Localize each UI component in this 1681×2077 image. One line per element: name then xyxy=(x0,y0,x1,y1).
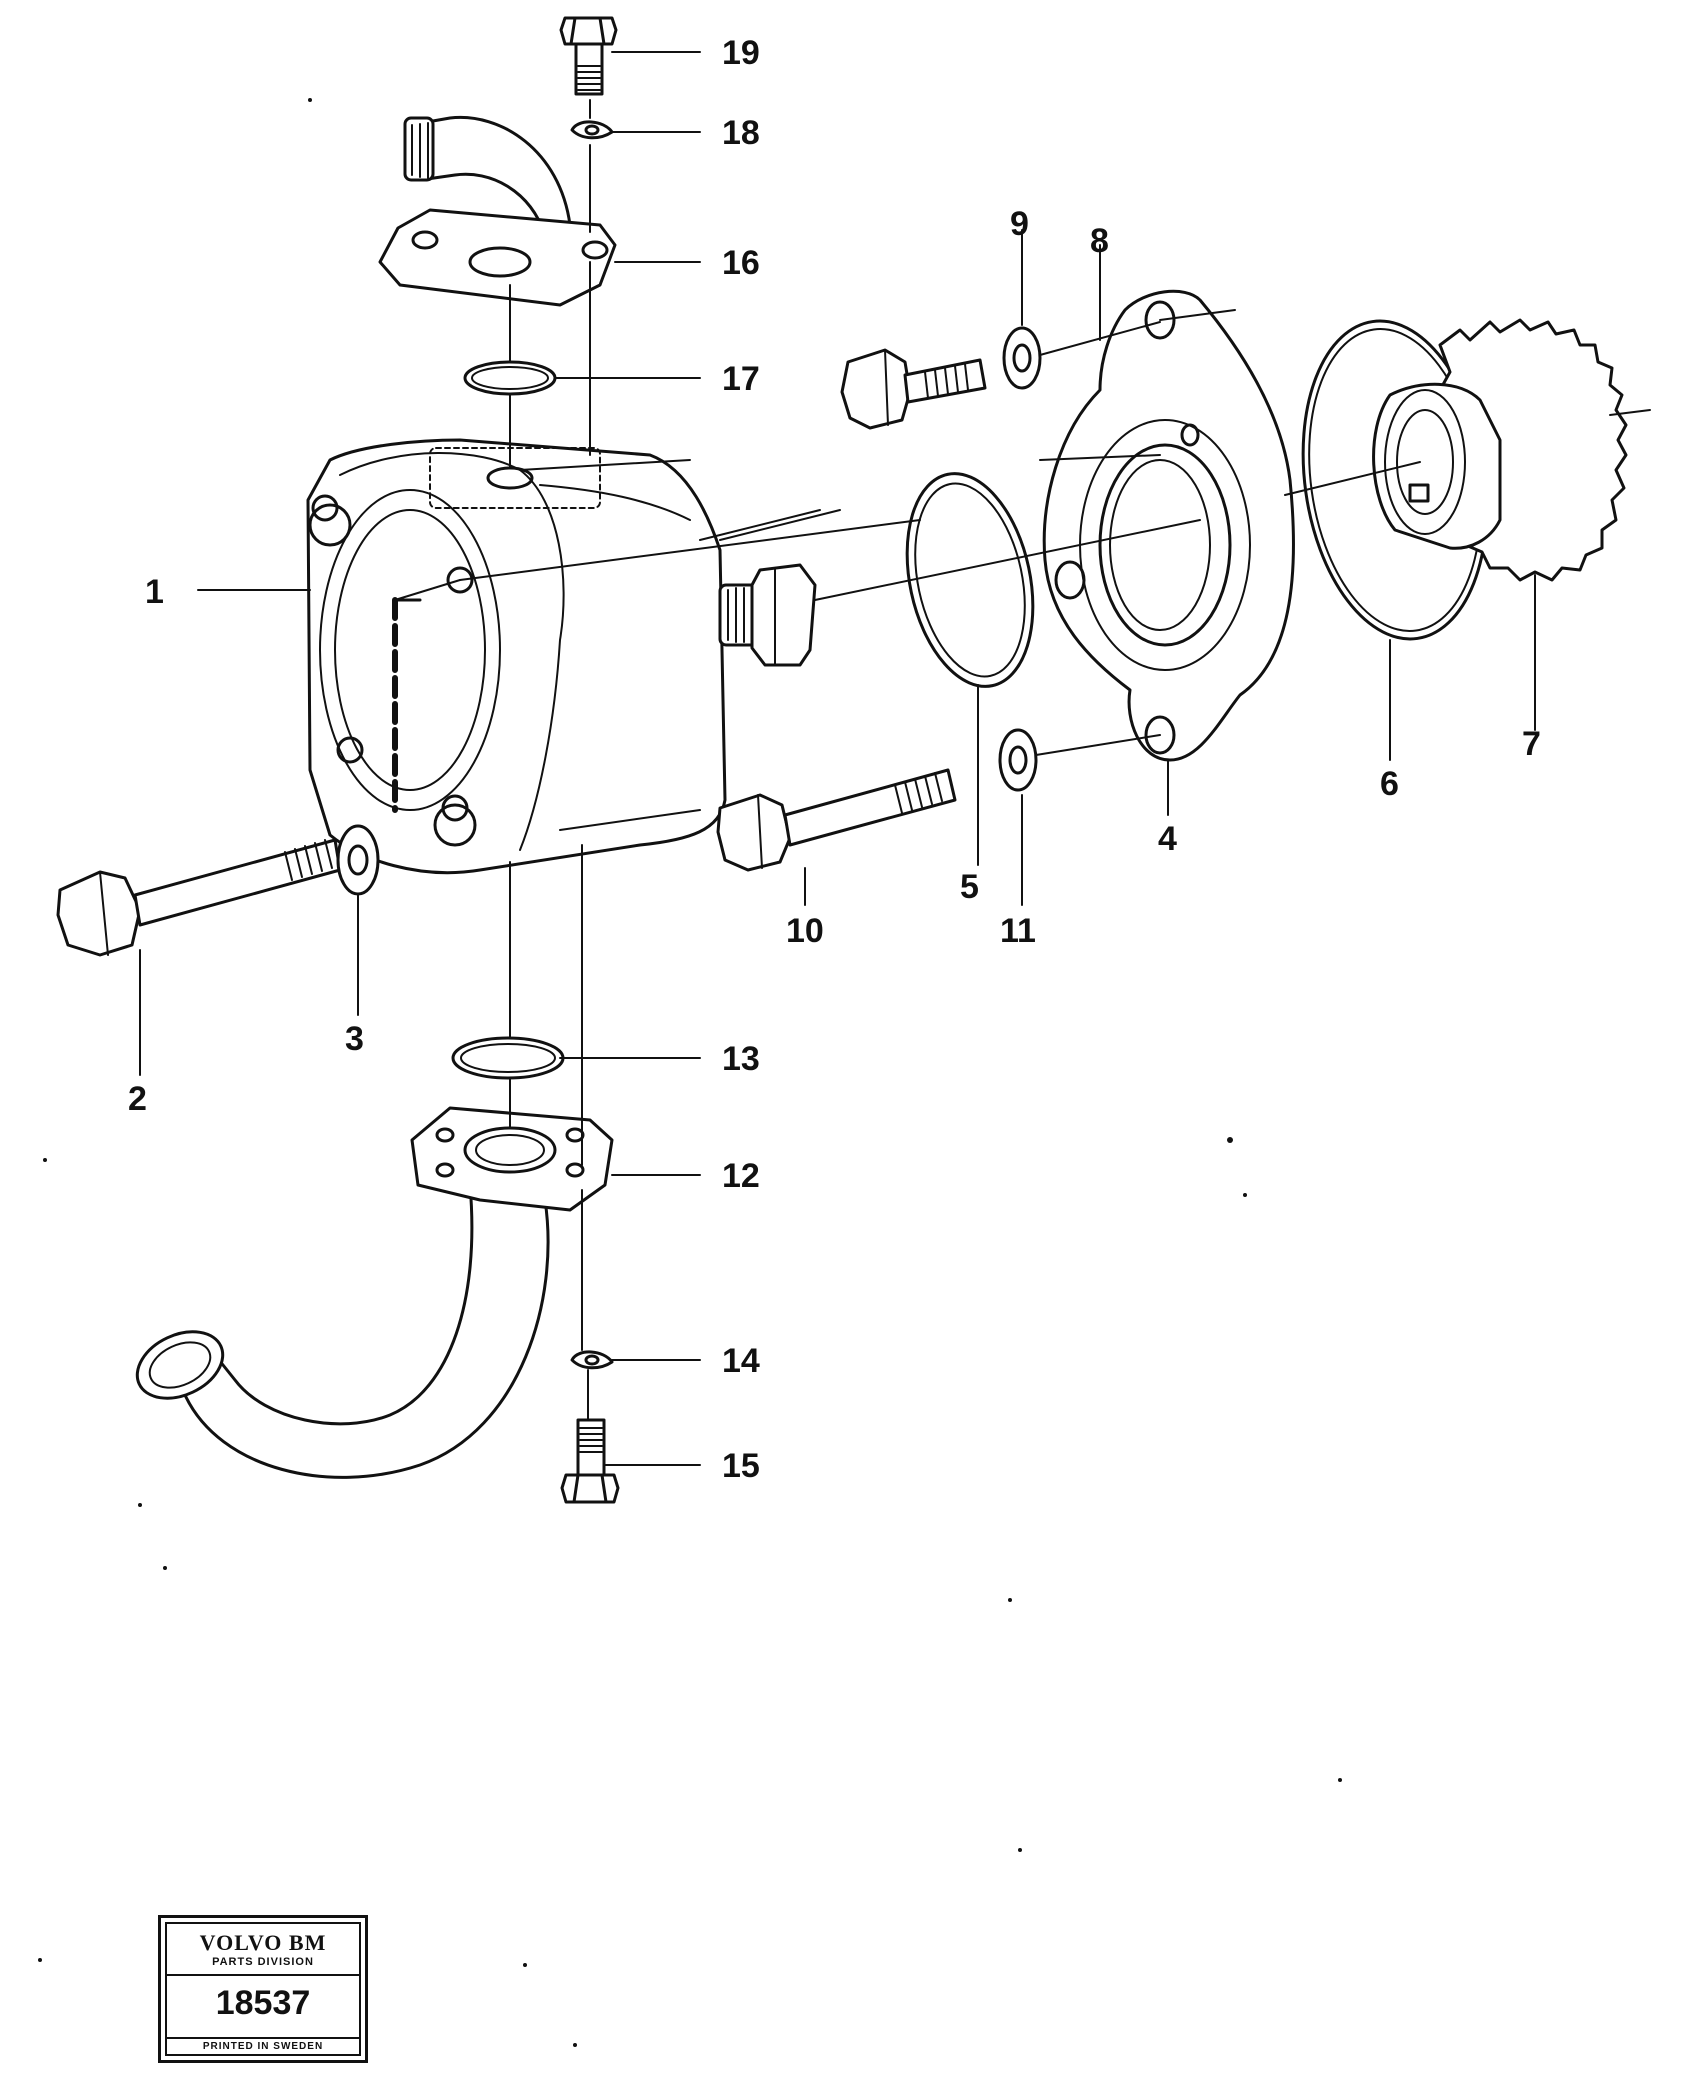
leader-lines xyxy=(139,51,1536,1466)
callout-11: 11 xyxy=(1000,912,1036,950)
assembly-lines xyxy=(394,99,1651,1421)
callout-12: 12 xyxy=(722,1157,760,1195)
callout-1: 1 xyxy=(145,573,164,611)
callout-4: 4 xyxy=(1158,820,1177,858)
callout-14: 14 xyxy=(722,1342,760,1380)
callout-5: 5 xyxy=(960,868,979,906)
washer-3 xyxy=(336,824,380,896)
bolt-10 xyxy=(716,768,957,872)
callout-19: 19 xyxy=(722,34,760,72)
spring-washer-18 xyxy=(570,120,614,140)
bolt-19 xyxy=(559,16,618,96)
stamp-frame: VOLVO BM PARTS DIVISION 18537 PRINTED IN… xyxy=(165,1922,361,2056)
stamp-divider-top xyxy=(167,1974,359,1976)
callout-9: 9 xyxy=(1010,205,1029,243)
stamp-illustration-number: 18537 xyxy=(215,1984,311,2022)
callout-10: 10 xyxy=(786,912,824,950)
callout-18: 18 xyxy=(722,114,760,152)
pump-shaft-nut xyxy=(718,563,817,667)
callout-3: 3 xyxy=(345,1020,364,1058)
callout-6: 6 xyxy=(1380,765,1399,803)
callout-16: 16 xyxy=(722,244,760,282)
bolt-8 xyxy=(840,348,987,430)
callout-8: 8 xyxy=(1090,222,1109,260)
outlet-elbow-16 xyxy=(378,115,617,307)
volvo-bm-parts-stamp: VOLVO BM PARTS DIVISION 18537 PRINTED IN… xyxy=(158,1915,368,2063)
stamp-divider-bottom xyxy=(167,2037,359,2039)
print-specks xyxy=(38,98,1342,2047)
stamp-footer: PRINTED IN SWEDEN xyxy=(202,2041,324,2052)
washer-11 xyxy=(998,728,1038,792)
spring-washer-14 xyxy=(570,1350,614,1370)
suction-pipe-12 xyxy=(135,1106,614,1479)
callout-labels: 1 2 3 4 5 6 7 8 9 10 11 12 13 14 15 16 1… xyxy=(128,34,1541,1485)
washer-9 xyxy=(1002,326,1042,390)
callout-15: 15 xyxy=(722,1447,760,1485)
callout-17: 17 xyxy=(722,360,760,398)
stamp-brand: VOLVO BM xyxy=(199,1930,327,1955)
callout-7: 7 xyxy=(1522,725,1541,763)
pump-body-1 xyxy=(306,438,727,875)
long-bolt-2 xyxy=(56,838,342,957)
drive-gear-7 xyxy=(1372,318,1628,582)
bolt-15 xyxy=(560,1418,620,1504)
callout-13: 13 xyxy=(722,1040,760,1078)
o-ring-5 xyxy=(905,472,1035,688)
stamp-division: PARTS DIVISION xyxy=(212,1956,314,1968)
callout-2: 2 xyxy=(128,1080,147,1118)
